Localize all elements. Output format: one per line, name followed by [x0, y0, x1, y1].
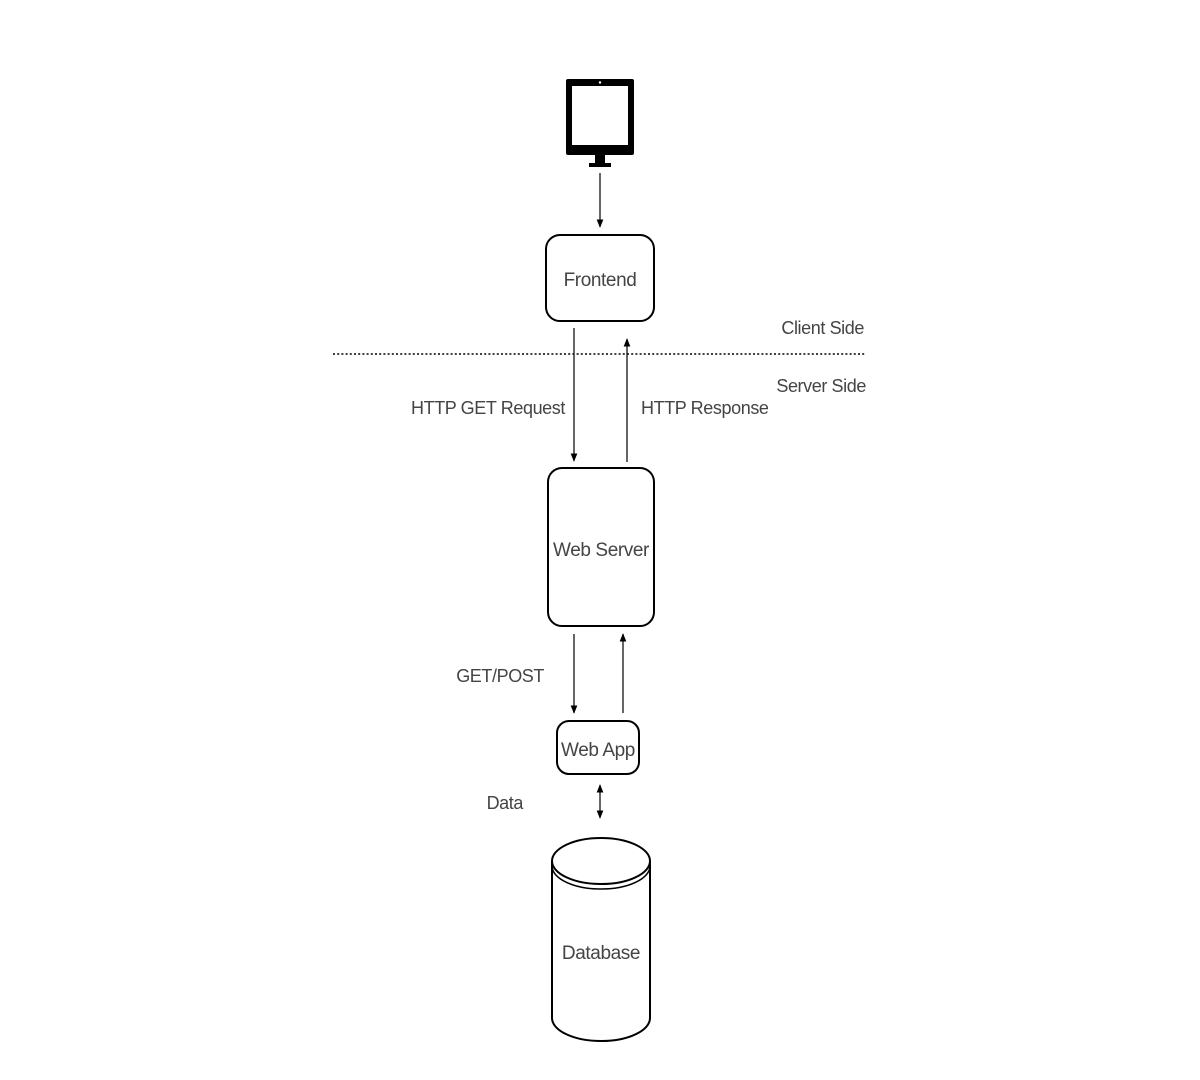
web-server-node[interactable]: Web Server	[547, 467, 655, 627]
database-label: Database	[562, 943, 640, 964]
database-node[interactable]: Database	[551, 837, 651, 1042]
cylinder-icon	[551, 837, 651, 1042]
http-request-label: HTTP GET Request	[411, 398, 565, 418]
web-app-label: Web App	[561, 740, 635, 761]
web-app-node[interactable]: Web App	[556, 720, 640, 775]
monitor-icon	[566, 79, 634, 167]
web-server-label: Web Server	[553, 540, 650, 561]
get-post-label: GET/POST	[456, 666, 544, 686]
data-label: Data	[487, 793, 525, 813]
client-side-label: Client Side	[781, 318, 864, 338]
server-side-label: Server Side	[776, 376, 866, 396]
frontend-label: Frontend	[564, 270, 637, 291]
http-response-label: HTTP Response	[641, 398, 769, 418]
frontend-node[interactable]: Frontend	[545, 234, 655, 322]
